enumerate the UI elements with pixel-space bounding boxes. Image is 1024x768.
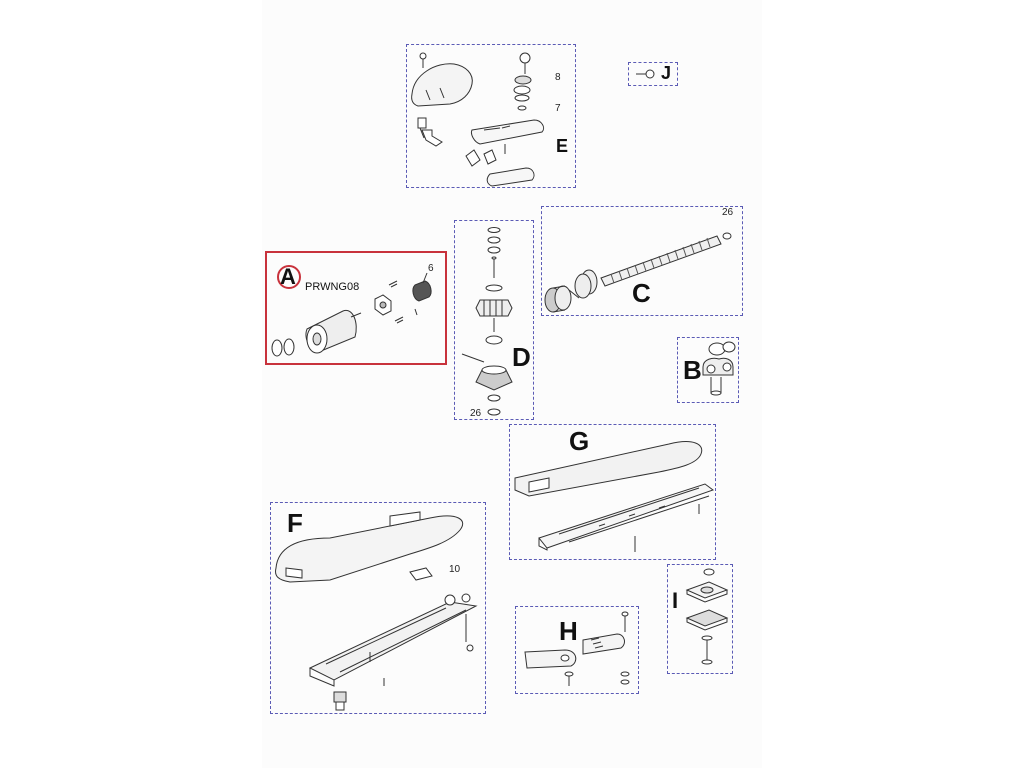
group-b-bracket-illustration	[677, 337, 739, 403]
callout-26-d: 26	[470, 408, 482, 419]
group-a-label: A	[280, 264, 296, 289]
group-f-housing-illustration	[270, 502, 486, 714]
group-j-key-illustration	[628, 62, 678, 86]
group-a-highlight-circle	[277, 265, 301, 289]
group-f-label: F	[287, 508, 303, 538]
group-g-rail-illustration	[509, 424, 716, 560]
group-h-label: H	[559, 616, 578, 646]
group-i-box[interactable]	[667, 564, 733, 674]
motor-assembly-illustration	[265, 251, 447, 365]
callout-26-c: 26	[722, 207, 734, 218]
group-a-part-code: PRWNG08	[305, 281, 360, 293]
callout-7: 7	[555, 103, 561, 114]
group-d-label: D	[512, 342, 531, 372]
group-g-box[interactable]	[509, 424, 716, 560]
callout-8: 8	[555, 72, 561, 83]
group-i-clamp-illustration	[667, 564, 733, 674]
callout-6: 6	[428, 263, 434, 274]
group-a-box-highlighted[interactable]	[265, 251, 447, 365]
group-d-box[interactable]	[454, 220, 534, 420]
group-j-box[interactable]	[628, 62, 678, 86]
group-c-box[interactable]	[541, 206, 743, 316]
group-i-label: I	[672, 588, 679, 613]
callout-10: 10	[449, 564, 461, 575]
group-h-box[interactable]	[515, 606, 639, 694]
group-c-worm-screw-illustration	[541, 206, 743, 316]
group-e-box[interactable]	[406, 44, 576, 188]
group-j-label: J	[661, 63, 672, 83]
group-h-plates-illustration	[515, 606, 639, 694]
group-b-box[interactable]	[677, 337, 739, 403]
group-f-box[interactable]	[270, 502, 486, 714]
group-d-gear-stack-illustration	[454, 220, 534, 420]
group-e-label: E	[556, 136, 569, 156]
group-c-label: C	[632, 278, 651, 308]
group-e-parts-illustration	[406, 44, 576, 188]
group-b-label: B	[683, 355, 702, 385]
group-g-label: G	[569, 426, 590, 456]
